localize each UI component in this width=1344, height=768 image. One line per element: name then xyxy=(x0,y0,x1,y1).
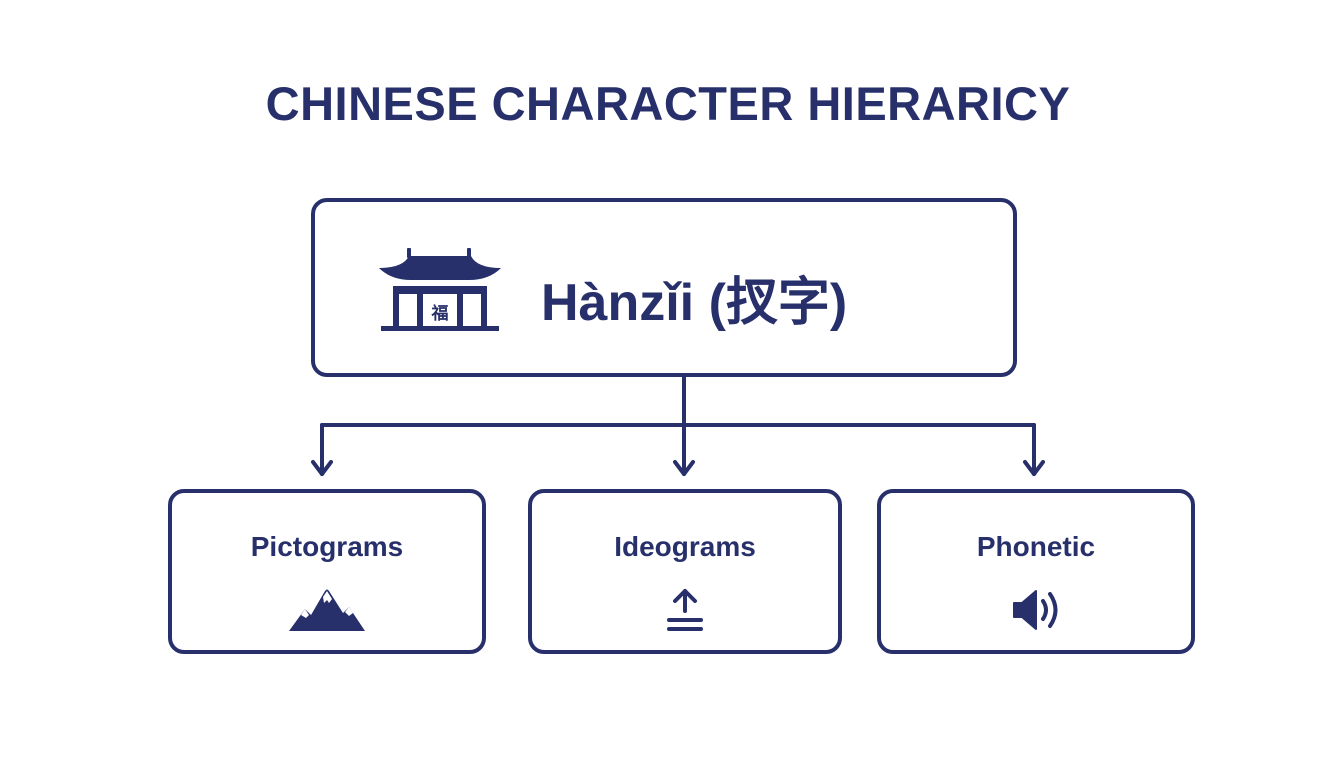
child-label-phonetic: Phonetic xyxy=(976,531,1096,562)
root-node-hanzi: 福 Hànzǐi (扠字) xyxy=(311,198,1017,377)
root-label: Hànzǐi (扠字) xyxy=(541,274,848,332)
child-label-pictograms: Pictograms xyxy=(250,531,404,562)
child-node-phonetic: Phonetic xyxy=(877,489,1195,654)
diagram-title: CHINESE CHARACTER HIERARICY xyxy=(265,77,1071,130)
mountain-icon xyxy=(289,589,365,631)
child-node-ideograms: Ideograms xyxy=(528,489,842,654)
speaker-icon xyxy=(1013,590,1058,630)
child-label-ideograms: Ideograms xyxy=(614,531,756,562)
child-node-pictograms: Pictograms xyxy=(168,489,486,654)
arrow-up-equals-icon xyxy=(667,589,703,631)
svg-text:福: 福 xyxy=(431,303,449,324)
temple-icon: 福 xyxy=(379,248,501,331)
